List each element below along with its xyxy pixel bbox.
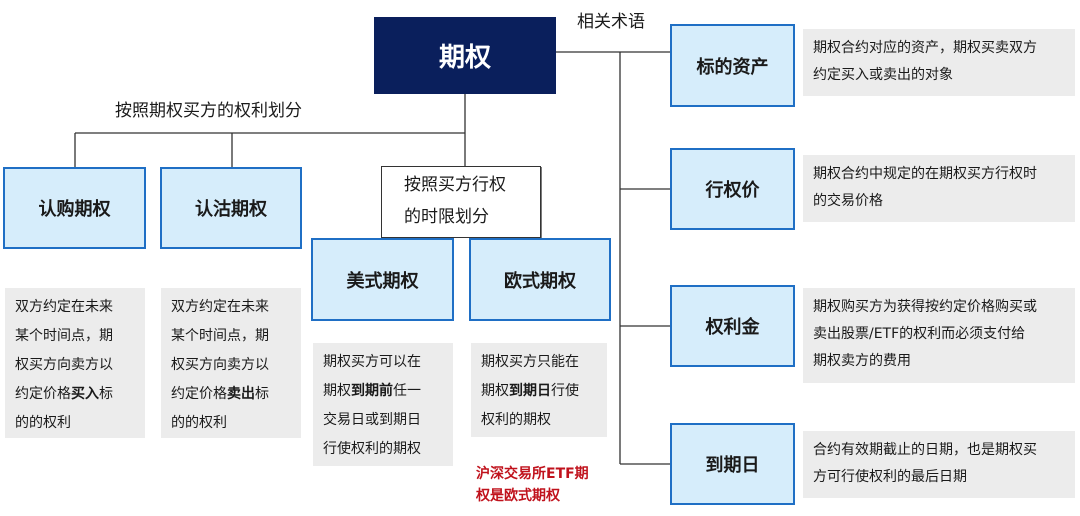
term-underlying-desc: 期权合约对应的资产，期权买卖双方 约定买入或卖出的对象 — [803, 29, 1075, 96]
right-branch-label: 相关术语 — [577, 12, 645, 32]
highlight-expiry-day: 到期日 — [509, 383, 551, 399]
term-strike-label: 行权价 — [705, 180, 760, 201]
highlight-before-expiry: 到期前 — [351, 383, 393, 399]
highlight-sell: 卖出 — [227, 386, 255, 402]
term-strike-node: 行权价 — [670, 148, 795, 230]
call-option-desc: 双方约定在未来 某个时间点，期 权买方向卖方以 约定价格买入标 的的权利 — [5, 288, 145, 438]
european-option-node: 欧式期权 — [469, 238, 611, 321]
european-option-label: 欧式期权 — [504, 270, 576, 292]
term-underlying-node: 标的资产 — [670, 24, 795, 107]
american-option-desc: 期权买方可以在 期权到期前任一 交易日或到期日 行使权利的期权 — [313, 343, 453, 466]
root-node: 期权 — [374, 17, 556, 94]
root-label: 期权 — [438, 43, 491, 73]
term-premium-desc: 期权购买方为获得按约定价格购买或 卖出股票/ETF的权利而必须支付给 期权卖方的… — [803, 288, 1075, 383]
term-expiry-label: 到期日 — [705, 455, 760, 476]
term-premium-node: 权利金 — [670, 285, 795, 367]
european-option-desc: 期权买方只能在 期权到期日行使 权利的期权 — [471, 343, 607, 437]
call-option-label: 认购期权 — [38, 199, 111, 220]
term-premium-label: 权利金 — [705, 317, 760, 338]
put-option-label: 认沽期权 — [195, 199, 267, 220]
term-expiry-desc: 合约有效期截止的日期，也是期权买 方可行使权利的最后日期 — [803, 431, 1075, 498]
highlight-buy: 买入 — [71, 386, 99, 402]
american-option-node: 美式期权 — [311, 238, 454, 321]
term-expiry-node: 到期日 — [670, 423, 795, 505]
left-branch-label: 按照期权买方的权利划分 — [115, 101, 302, 121]
mid-branch-label-line-2: 的时限划分 — [404, 207, 489, 227]
mid-branch-label-line-1: 按照买方行权 — [404, 175, 506, 195]
american-option-label: 美式期权 — [346, 270, 419, 292]
european-note: 沪深交易所ETF期 权是欧式期权 — [476, 466, 589, 504]
mid-branch-label-box: 按照买方行权 的时限划分 — [381, 166, 541, 238]
call-option-node: 认购期权 — [3, 167, 146, 249]
term-underlying-label: 标的资产 — [696, 56, 769, 78]
put-option-node: 认沽期权 — [160, 167, 302, 249]
term-strike-desc: 期权合约中规定的在期权买方行权时 的交易价格 — [803, 155, 1075, 222]
put-option-desc: 双方约定在未来 某个时间点，期 权买方向卖方以 约定价格卖出标 的的权利 — [161, 288, 301, 438]
